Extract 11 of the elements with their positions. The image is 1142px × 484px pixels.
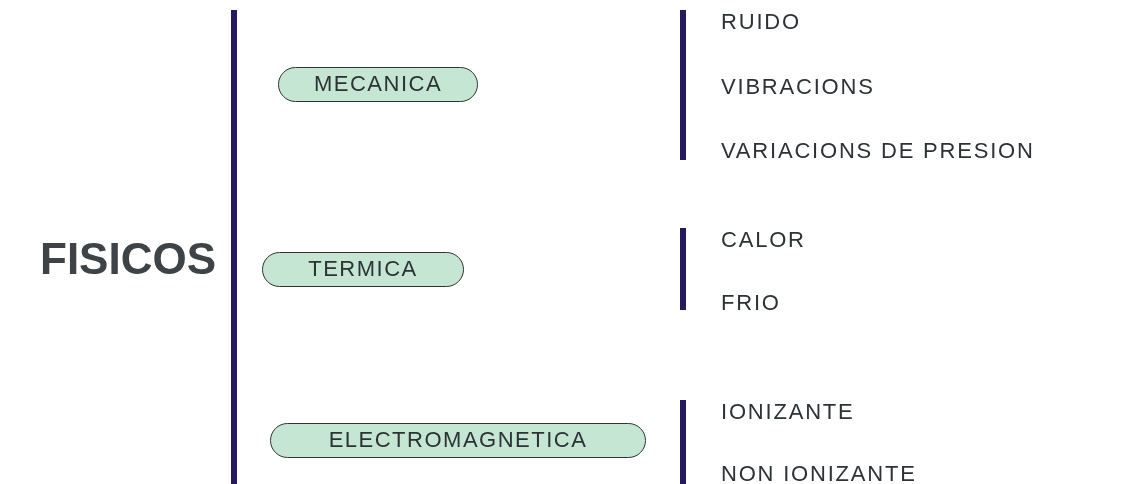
item-label: VIBRACIONS — [721, 74, 875, 100]
category-pill: ELECTROMAGNETICA — [270, 423, 646, 458]
item-label: CALOR — [721, 227, 806, 253]
item-label: RUIDO — [721, 9, 801, 35]
category-pill: MECANICA — [278, 67, 478, 102]
category-pill: TERMICA — [262, 252, 464, 287]
item-label: FRIO — [721, 290, 781, 316]
item-label: NON IONIZANTE — [721, 461, 917, 484]
heading: FISICOS — [40, 234, 217, 284]
item-label: IONIZANTE — [721, 399, 855, 425]
item-label: VARIACIONS DE PRESION — [721, 138, 1035, 164]
